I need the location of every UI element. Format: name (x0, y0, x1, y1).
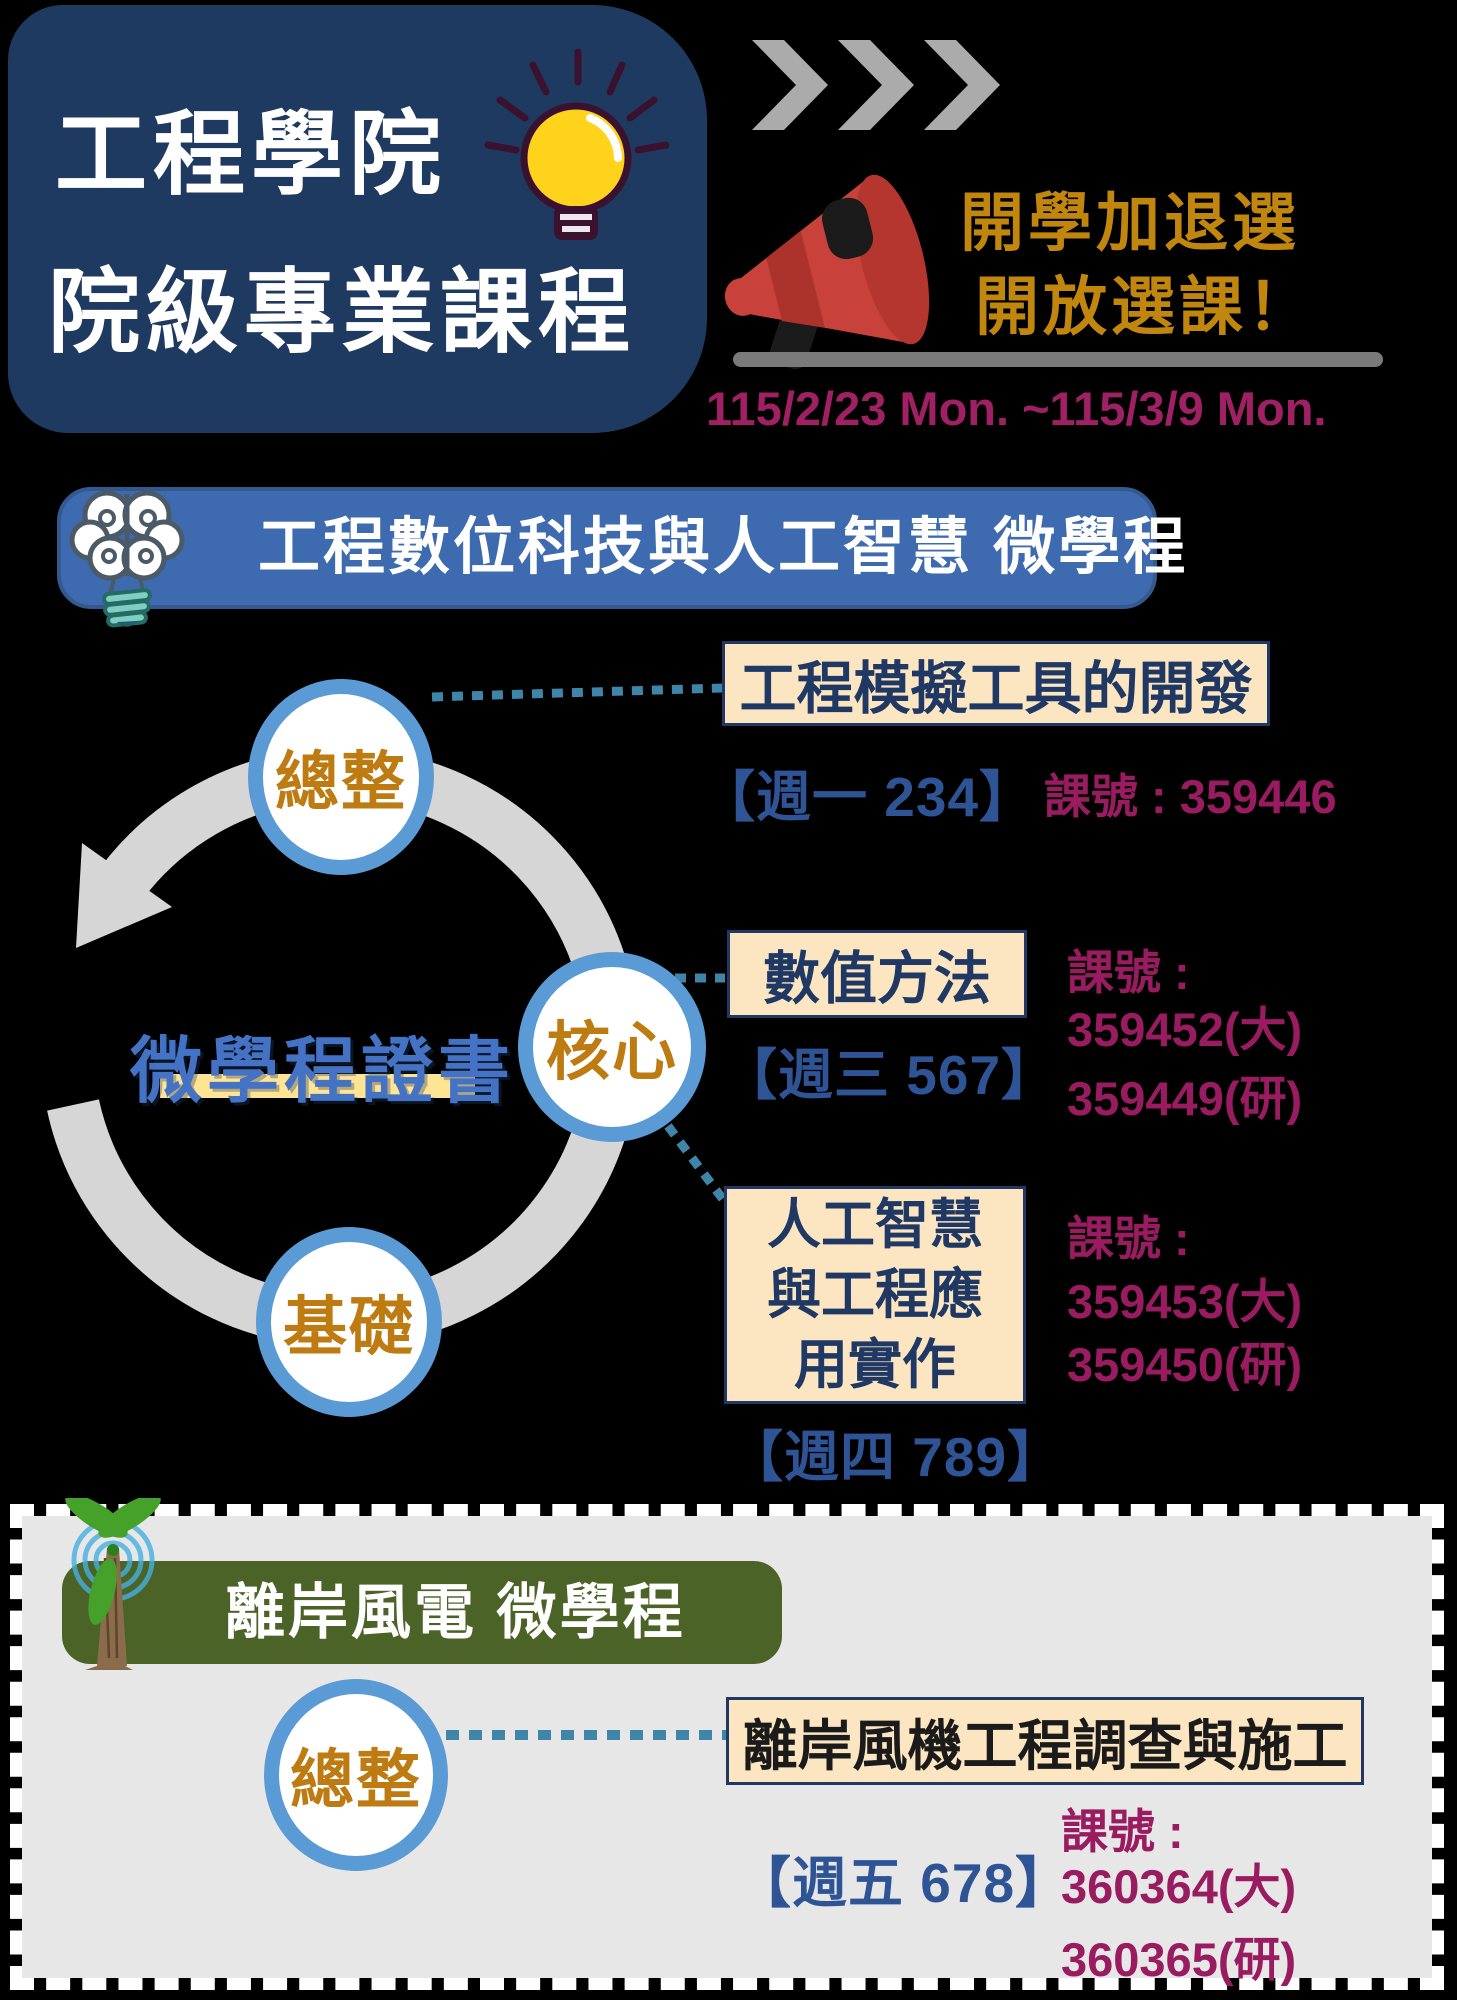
connector-dash-wind (446, 1730, 732, 1740)
program-wind-banner: 離岸風電 微學程 (62, 1561, 782, 1664)
node-core-label: 核心 (546, 1016, 678, 1088)
course-box-offshore: 離岸風機工程調查與施工 (726, 1697, 1364, 1785)
course-box-simulation: 工程模擬工具的開發 (722, 641, 1270, 726)
megaphone-icon (724, 174, 930, 370)
course-schedule: 【週三 567】 (722, 1044, 1058, 1106)
lightbulb-icon (484, 48, 670, 240)
poster-title-line2: 院級專業課程 (48, 262, 637, 364)
course-schedule: 【週一 234】 (700, 766, 1036, 828)
triple-chevron-right-icon (752, 40, 1000, 130)
course-code-label: 課號 : (1067, 946, 1190, 999)
course-code-label: 課號 : (1061, 1805, 1184, 1858)
course-code-label: 課號 : (1067, 1212, 1190, 1265)
program-ai-banner-title: 工程數位科技與人工智慧 微學程 (258, 513, 1189, 582)
connector-dash-1 (431, 683, 723, 702)
header-panel: 工程學院 院級專業課程 (8, 5, 707, 433)
course-title: 工程模擬工具的開發 (739, 656, 1253, 721)
divider-bar (733, 352, 1383, 367)
node-capstone: 總整 (248, 679, 434, 875)
course-code-undergrad: 360364(大) (1061, 1860, 1297, 1913)
course-code-undergrad: 359452(大) (1067, 1003, 1303, 1056)
course-title: 數值方法 (763, 947, 991, 1011)
course-title-line2: 與工程應 (767, 1264, 983, 1325)
connector-dash-3 (664, 1123, 732, 1209)
announcement-line1: 開學加退選 (960, 187, 1300, 259)
course-title: 離岸風機工程調查與施工 (742, 1715, 1348, 1777)
course-code-grad: 359449(研) (1067, 1072, 1303, 1125)
node-foundation-label: 基礎 (283, 1291, 415, 1363)
course-schedule: 【週四 789】 (728, 1426, 1064, 1488)
certificate-label: 微學程證書 (130, 1032, 516, 1112)
course-code-grad: 359450(研) (1067, 1338, 1303, 1391)
course-box-numerical: 數值方法 (727, 930, 1027, 1018)
date-range: 115/2/23 Mon. ~115/3/9 Mon. (706, 382, 1327, 435)
course-code: 課號 : 359446 (1044, 770, 1337, 823)
program-ai-banner: 工程數位科技與人工智慧 微學程 (57, 487, 1185, 609)
course-title-line1: 人工智慧 (767, 1194, 983, 1255)
course-title-line3: 用實作 (794, 1335, 956, 1396)
brain-lightbulb-icon (69, 490, 185, 628)
course-box-ai-practice: 人工智慧 與工程應 用實作 (724, 1186, 1026, 1404)
course-code-undergrad: 359453(大) (1067, 1275, 1303, 1328)
node-capstone-wind: 總整 (264, 1679, 448, 1871)
announcement-line2: 開放選課！ (975, 271, 1315, 343)
node-capstone-wind-label: 總整 (290, 1744, 422, 1816)
wind-turbine-icon (65, 1498, 161, 1670)
poster-title-line1: 工程學院 (55, 104, 448, 206)
node-core: 核心 (518, 952, 706, 1142)
course-code-grad: 360365(研) (1061, 1933, 1297, 1986)
node-foundation: 基礎 (256, 1227, 442, 1417)
course-schedule: 【週五 678】 (736, 1852, 1072, 1914)
program-wind-banner-title: 離岸風電 微學程 (225, 1579, 686, 1646)
node-capstone-label: 總整 (275, 746, 407, 818)
certificate-highlight (160, 1074, 475, 1098)
